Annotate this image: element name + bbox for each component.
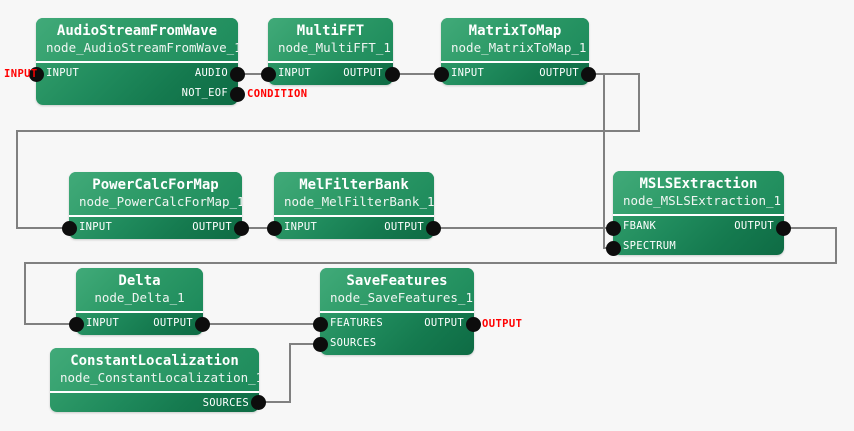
- port-dot-input-input[interactable]: [69, 317, 84, 332]
- port-label-input-input: INPUT: [79, 221, 113, 233]
- node-port-row: INPUT OUTPUT: [441, 63, 589, 83]
- node-port-row: FEATURES OUTPUT: [320, 313, 474, 333]
- node-subtitle: node_SaveFeatures_1: [330, 290, 473, 305]
- port-label-output-not_eof: NOT_EOF: [181, 87, 228, 99]
- external-port-label-condition: CONDITION: [247, 88, 308, 100]
- port-label-output-output: OUTPUT: [539, 67, 579, 79]
- node-title: PowerCalcForMap: [92, 177, 219, 193]
- port-dot-output-audio[interactable]: [230, 67, 245, 82]
- port-label-input-features: FEATURES: [330, 317, 383, 329]
- port-label-output-sources: SOURCES: [202, 397, 249, 409]
- port-dot-output-output[interactable]: [195, 317, 210, 332]
- node-title: MultiFFT: [296, 23, 365, 39]
- node-subtitle: node_MelFilterBank_1: [284, 194, 434, 209]
- port-label-output-output: OUTPUT: [734, 220, 774, 232]
- node-title: MatrixToMap: [468, 23, 562, 39]
- connection-wire[interactable]: [259, 343, 320, 403]
- node-subtitle: node_MultiFFT_1: [278, 40, 391, 55]
- port-dot-output-not_eof[interactable]: [230, 87, 245, 102]
- port-label-input-input: INPUT: [284, 221, 318, 233]
- node-port-row: INPUT OUTPUT: [274, 217, 434, 237]
- node-title: Delta: [118, 273, 161, 289]
- external-port-label-output: OUTPUT: [482, 318, 523, 330]
- node-subtitle: node_MSLSExtraction_1: [623, 193, 782, 208]
- node-subtitle: node_AudioStreamFromWave_1: [46, 40, 238, 55]
- port-label-input-input: INPUT: [86, 317, 120, 329]
- port-label-input-input: INPUT: [451, 67, 485, 79]
- port-label-output-output: OUTPUT: [424, 317, 464, 329]
- port-label-input-input: INPUT: [46, 67, 80, 79]
- node-port-row: INPUT OUTPUT: [268, 63, 393, 83]
- node-port-row: SOURCES: [320, 333, 474, 353]
- node-subtitle: node_ConstantLocalization_1: [60, 370, 259, 385]
- node-title: MSLSExtraction: [639, 176, 758, 192]
- port-dot-input-input[interactable]: [62, 221, 77, 236]
- node-subtitle: node_PowerCalcForMap_1: [79, 194, 242, 209]
- port-dot-output-output[interactable]: [776, 221, 791, 236]
- port-label-input-input: INPUT: [278, 67, 312, 79]
- port-label-output-output: OUTPUT: [192, 221, 232, 233]
- node-port-row: SOURCES: [50, 393, 259, 412]
- port-dot-input-fbank[interactable]: [606, 221, 621, 236]
- port-label-input-fbank: FBANK: [623, 220, 657, 232]
- port-label-input-spectrum: SPECTRUM: [623, 240, 676, 252]
- port-dot-output-sources[interactable]: [251, 395, 266, 410]
- port-label-output-output: OUTPUT: [153, 317, 193, 329]
- port-dot-output-output[interactable]: [466, 317, 481, 332]
- node-subtitle: node_Delta_1: [94, 290, 185, 305]
- port-dot-input-spectrum[interactable]: [606, 241, 621, 256]
- node-title: MelFilterBank: [299, 177, 409, 193]
- port-dot-output-output[interactable]: [581, 67, 596, 82]
- node-port-row: INPUT OUTPUT: [76, 313, 203, 333]
- port-dot-input-input[interactable]: [29, 67, 44, 82]
- port-label-input-sources: SOURCES: [330, 337, 377, 349]
- node-title: AudioStreamFromWave: [56, 23, 218, 39]
- port-dot-input-input[interactable]: [267, 221, 282, 236]
- port-dot-input-input[interactable]: [434, 67, 449, 82]
- port-dot-output-output[interactable]: [385, 67, 400, 82]
- external-port-label-input: INPUT: [4, 68, 38, 80]
- node-port-row: INPUT OUTPUT: [69, 217, 242, 237]
- port-label-output-output: OUTPUT: [343, 67, 383, 79]
- port-dot-input-input[interactable]: [261, 67, 276, 82]
- port-dot-input-features[interactable]: [313, 317, 328, 332]
- node-title: SaveFeatures: [346, 273, 448, 289]
- port-dot-output-output[interactable]: [426, 221, 441, 236]
- node-port-row: FBANK OUTPUT: [613, 216, 784, 236]
- node-title: ConstantLocalization: [70, 353, 239, 369]
- port-label-output-output: OUTPUT: [384, 221, 424, 233]
- port-dot-input-sources[interactable]: [313, 337, 328, 352]
- port-dot-output-output[interactable]: [234, 221, 249, 236]
- node-port-row: SPECTRUM: [613, 236, 784, 255]
- node-subtitle: node_MatrixToMap_1: [451, 40, 587, 55]
- node-port-row: NOT_EOF: [36, 83, 238, 103]
- node-port-row: INPUT AUDIO: [36, 63, 238, 83]
- port-label-output-audio: AUDIO: [194, 67, 228, 79]
